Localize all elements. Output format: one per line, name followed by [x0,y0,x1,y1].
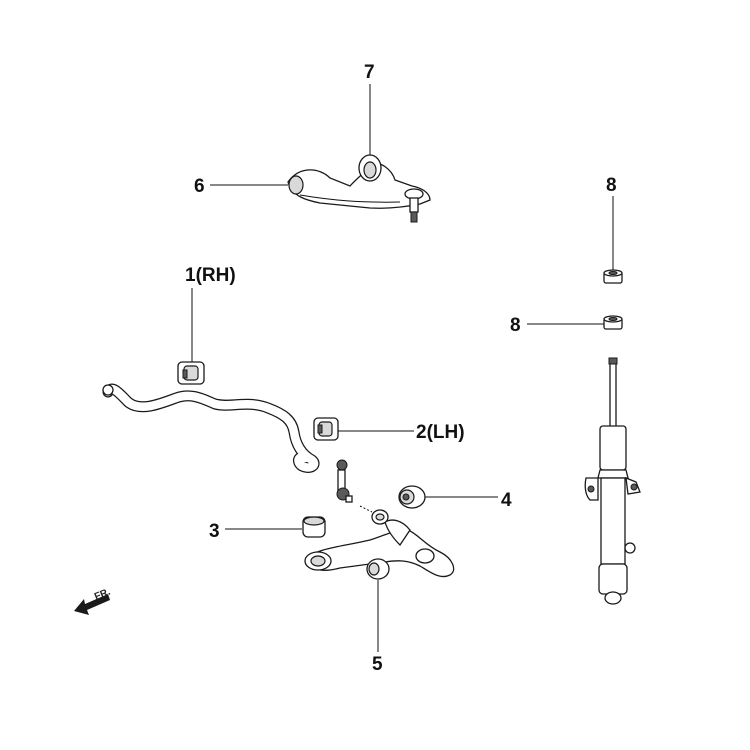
stabilizer-link [336,459,353,503]
upper-control-arm [287,154,431,223]
stabilizer-bushing-rh [177,361,205,385]
callout-2-lh: 2(LH) [416,422,465,443]
callout-7: 7 [364,62,375,83]
mount-washer-upper [603,269,623,284]
callout-8-upper: 8 [606,175,617,196]
callout-8-lower: 8 [510,315,521,336]
stabilizer-bar [102,383,320,473]
stabilizer-bushing-lh [313,417,339,441]
callout-3: 3 [209,521,220,542]
front-direction-arrow: FR. [74,586,112,615]
callout-4: 4 [501,490,512,511]
callout-1-rh: 1(RH) [185,265,236,286]
callout-6: 6 [194,176,205,197]
direction-label: FR. [93,586,112,602]
lower-arm-bushing-3 [302,516,326,538]
lower-arm-bushing-5 [366,558,390,580]
shock-absorber [584,357,641,605]
compliance-bushing-4 [398,485,426,509]
leader-lines [191,84,614,652]
callout-5: 5 [372,654,383,675]
front-bushing [288,175,304,195]
mount-washer-lower [603,315,623,330]
rear-bushing [363,161,377,179]
